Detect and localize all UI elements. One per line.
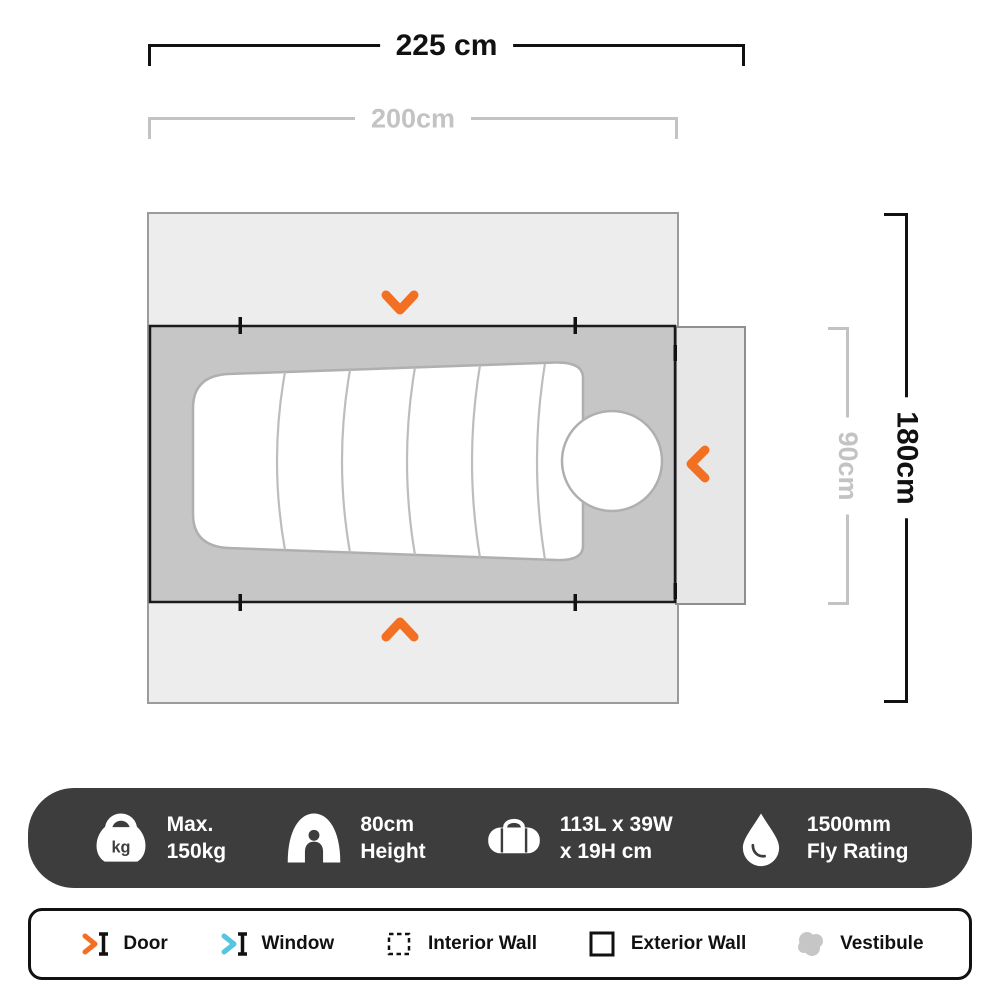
legend-item-door: Door bbox=[76, 926, 168, 962]
exterior-wall-icon bbox=[589, 931, 615, 957]
dimension-tick bbox=[828, 602, 849, 605]
spec-line-1: 1500mm bbox=[806, 812, 891, 836]
spec-line-1: 80cm bbox=[360, 812, 415, 836]
sleeping-bag-seam bbox=[470, 365, 482, 558]
dimension-tick bbox=[828, 327, 849, 330]
wall-tick bbox=[673, 345, 677, 361]
spec-item-fly-rating: 1500mm Fly Rating bbox=[732, 809, 909, 867]
dimension-label: 225 cm bbox=[379, 29, 514, 63]
legend-label: Window bbox=[261, 933, 335, 954]
sleeping-bag-seam bbox=[405, 367, 417, 556]
spec-item-packed-size: 113L x 39W x 19H cm bbox=[485, 809, 673, 867]
wall-tick bbox=[238, 317, 242, 334]
legend-item-window: Window bbox=[215, 926, 335, 962]
door-icon bbox=[82, 932, 109, 956]
dimension-label: 90cm bbox=[832, 417, 863, 515]
sleeping-bag-seam bbox=[275, 371, 287, 551]
sleeping-bag-hood bbox=[560, 409, 664, 513]
spec-line-1: Max. bbox=[166, 812, 214, 836]
legend-label: Exterior Wall bbox=[630, 933, 747, 954]
dimension-tick bbox=[742, 44, 745, 66]
spec-bar: kg Max. 150kg 80cm Height 113L x 39W x 1… bbox=[28, 788, 972, 888]
door-chevron-top bbox=[381, 290, 419, 315]
vestibule-area bbox=[675, 326, 746, 605]
legend-item-exterior-wall: Exterior Wall bbox=[584, 926, 746, 962]
dimension-tick bbox=[148, 117, 151, 139]
height-icon bbox=[288, 813, 341, 863]
legend-item-vestibule: Vestibule bbox=[793, 926, 924, 962]
spec-line-1: 113L x 39W bbox=[559, 812, 673, 836]
wall-tick bbox=[573, 594, 577, 611]
weight-icon: kg bbox=[96, 813, 146, 862]
door-chevron-bottom bbox=[381, 617, 419, 642]
window-icon bbox=[221, 932, 247, 956]
legend-label: Vestibule bbox=[840, 933, 924, 954]
wall-tick bbox=[673, 583, 677, 599]
dimension-tick bbox=[148, 44, 151, 66]
tent-floorplan bbox=[147, 212, 746, 704]
dimension-label: 180cm bbox=[889, 397, 924, 519]
dimension-label: 200cm bbox=[354, 103, 472, 135]
door-chevron-right bbox=[686, 445, 710, 483]
rain-drop-icon bbox=[742, 813, 780, 867]
dimension-tick bbox=[884, 700, 908, 703]
dimension-height-inner: 90cm bbox=[828, 327, 863, 605]
legend-bar: Door Window Interior Wall Exterior Wall … bbox=[28, 908, 972, 980]
spec-line-2: x 19H cm bbox=[559, 840, 653, 863]
packed-size-icon bbox=[488, 818, 540, 854]
spec-line-2: Height bbox=[360, 840, 426, 863]
sleeping-bag-seam bbox=[535, 363, 547, 560]
spec-line-2: Fly Rating bbox=[806, 840, 909, 863]
interior-wall-icon bbox=[387, 932, 411, 956]
legend-label: Door bbox=[123, 933, 168, 954]
legend-label: Interior Wall bbox=[427, 933, 538, 954]
sleeping-bag bbox=[191, 361, 585, 562]
spec-item-height: 80cm Height bbox=[285, 809, 426, 867]
spec-line-2: 150kg bbox=[166, 840, 227, 863]
dimension-height-outer: 180cm bbox=[884, 213, 924, 703]
wall-tick bbox=[238, 594, 242, 611]
vestibule-icon bbox=[798, 932, 824, 956]
dimension-tick bbox=[675, 117, 678, 139]
sleeping-bag-seam bbox=[340, 369, 352, 553]
legend-item-interior-wall: Interior Wall bbox=[381, 926, 537, 962]
dimension-tick bbox=[884, 213, 908, 216]
wall-tick bbox=[573, 317, 577, 334]
weight-icon-kg-label: kg bbox=[111, 839, 130, 857]
spec-item-max-weight: kg Max. 150kg bbox=[92, 809, 227, 867]
